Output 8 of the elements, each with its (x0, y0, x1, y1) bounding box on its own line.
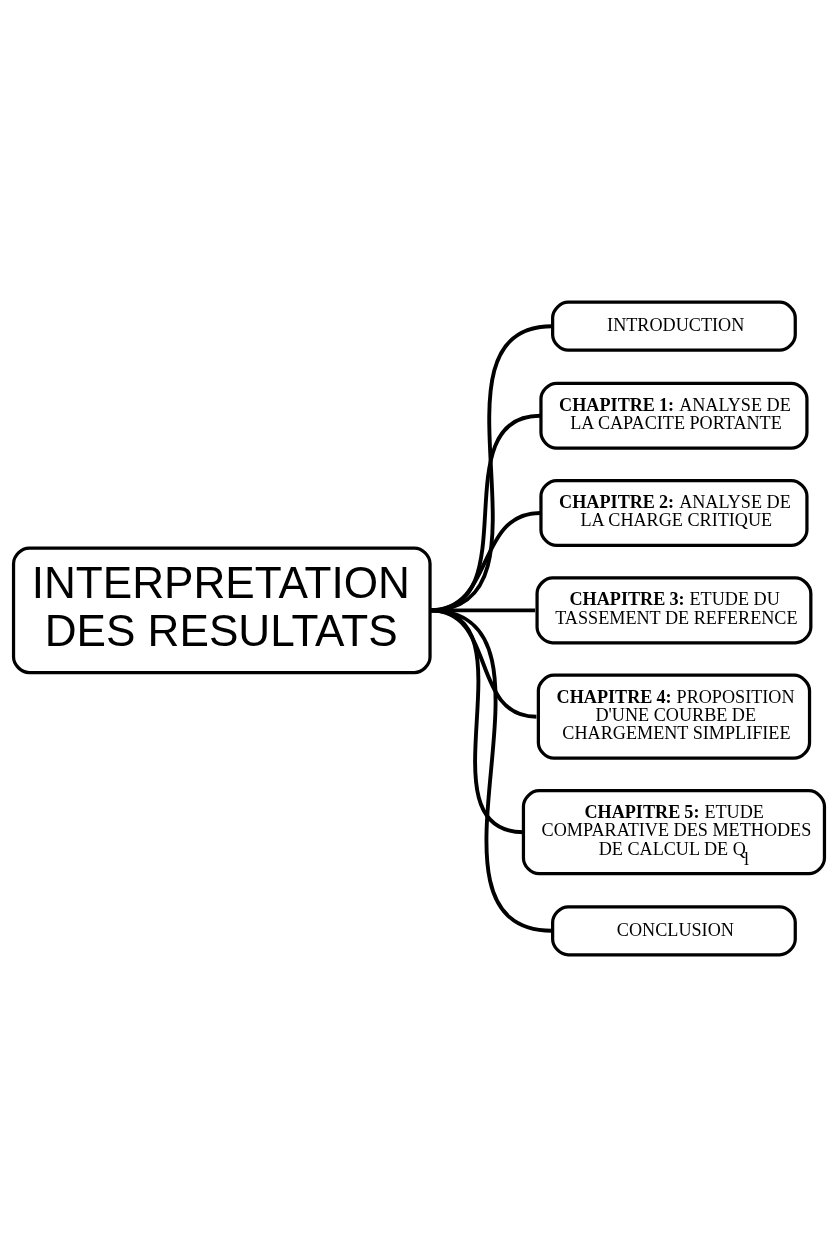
node-box: CHAPITRE 4: PROPOSITION D'UNE COURBE DE CHARGEMENT SIMPLIFIEE (536, 673, 812, 760)
connector (429, 608, 553, 933)
node-box: CHAPITRE 1: ANALYSE DE LA CAPACITE PORTANTE (539, 381, 809, 450)
node-box: CHAPITRE 2: ANALYSE DE LA CHARGE CRITIQUE (539, 478, 809, 548)
node-box: INTERPRETATION DES RESULTATS (11, 546, 432, 675)
node-box: INTRODUCTION (551, 300, 797, 352)
node-box: CONCLUSION (551, 905, 797, 957)
node-box: CHAPITRE 3: ETUDE DU TASSEMENT DE REFERENCE (535, 576, 813, 645)
